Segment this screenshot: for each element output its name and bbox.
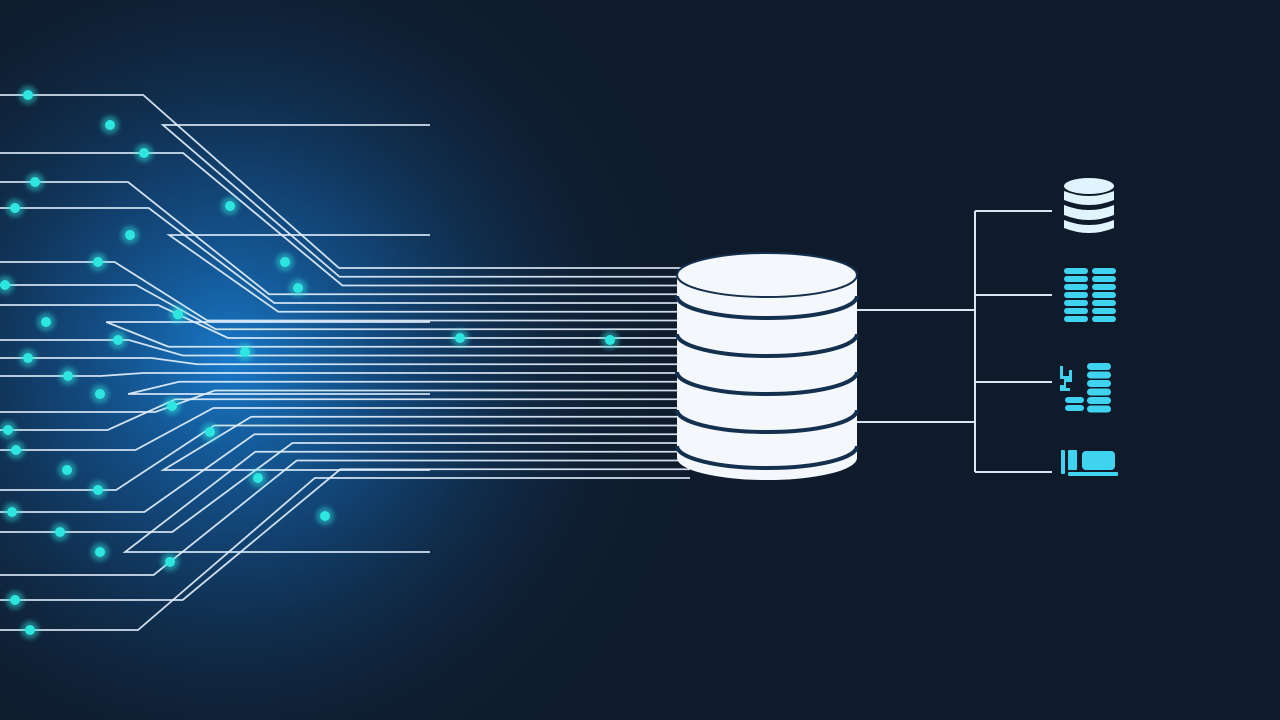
circuit-node — [95, 547, 105, 557]
circuit-node — [11, 445, 21, 455]
circuit-node — [10, 595, 20, 605]
circuit-node — [95, 389, 105, 399]
circuit-node — [253, 473, 263, 483]
circuit-line — [0, 94, 690, 269]
circuit-line — [0, 372, 690, 377]
circuit-line — [160, 415, 690, 471]
disk-layer — [1064, 308, 1088, 314]
disk-layer — [1092, 292, 1116, 298]
cylinder-body — [677, 275, 857, 480]
circuit-node — [139, 148, 149, 158]
cylinder-band — [675, 445, 859, 470]
disk-layer — [1064, 284, 1088, 290]
disk-layer — [1092, 300, 1116, 306]
circuit-node — [225, 201, 235, 211]
circuit-node — [10, 203, 20, 213]
database-icon — [1064, 178, 1114, 233]
circuit-node — [30, 177, 40, 187]
cylinder-band — [675, 409, 859, 434]
circuit-node — [23, 353, 33, 363]
server-database-icon — [1060, 363, 1111, 413]
circuit-node — [62, 465, 72, 475]
disk-layer — [1064, 268, 1088, 274]
circuit-node — [55, 527, 65, 537]
storage-device-icon — [1061, 450, 1118, 476]
disk-layer — [1092, 284, 1116, 290]
disk-layer — [1087, 363, 1111, 370]
cylinder-top — [676, 252, 858, 298]
circuit-line — [122, 450, 690, 553]
circuit-line — [0, 357, 690, 366]
circuit-line — [0, 424, 690, 491]
disk-layer — [1087, 397, 1111, 404]
circuit-line — [0, 407, 690, 451]
circuit-line — [166, 234, 690, 313]
circuit-node — [23, 90, 33, 100]
circuit-line — [0, 152, 690, 287]
disk-layer — [1065, 397, 1084, 403]
disk-layer — [1092, 268, 1116, 274]
circuit-node — [173, 309, 183, 320]
disk-layer — [1092, 308, 1116, 314]
cylinder-band — [675, 333, 859, 358]
circuit-line — [0, 389, 690, 413]
disk-layer — [1065, 405, 1084, 411]
connection-tree — [857, 210, 1052, 473]
disk-layer — [1064, 276, 1088, 282]
circuit-node — [41, 317, 51, 327]
disk-layer — [1064, 292, 1088, 298]
circuit-line — [0, 207, 690, 304]
circuit-line — [0, 398, 690, 431]
circuit-node — [105, 120, 115, 130]
circuit-node — [293, 283, 303, 293]
circuit-line — [0, 477, 690, 631]
circuit-line — [0, 468, 690, 601]
circuit-line — [0, 442, 690, 533]
disk-layer — [1092, 316, 1116, 322]
circuit-line — [127, 380, 690, 395]
disk-layer — [1087, 380, 1111, 387]
disk-layer — [1092, 276, 1116, 282]
circuit-node — [605, 335, 615, 345]
circuit-lines — [0, 94, 690, 631]
database-cylinder-icon — [675, 252, 859, 480]
circuit-node — [165, 556, 175, 567]
circuit-node — [25, 625, 35, 635]
circuit-node — [113, 335, 123, 345]
circuit-line — [0, 433, 690, 513]
database-cluster-icon — [1064, 268, 1116, 322]
cylinder-band — [675, 295, 859, 320]
circuit-line — [0, 181, 690, 296]
circuit-node — [167, 400, 177, 411]
disk-layer — [1064, 316, 1088, 322]
circuit-node — [240, 347, 250, 357]
circuit-node — [125, 230, 135, 240]
circuit-node — [93, 485, 103, 495]
circuit-node — [205, 427, 215, 437]
circuit-node — [3, 425, 13, 435]
circuit-node — [455, 333, 465, 343]
circuit-node — [93, 257, 103, 267]
disk-layer — [1064, 300, 1088, 306]
circuit-node — [320, 511, 330, 521]
circuit-line — [0, 459, 690, 576]
disk-layer — [1087, 405, 1111, 413]
circuit-nodes — [0, 86, 619, 639]
disk-layer — [1087, 371, 1111, 379]
circuit-line — [105, 321, 690, 348]
circuit-line — [160, 124, 690, 278]
disk-layer — [1087, 388, 1111, 396]
circuit-line — [0, 339, 690, 357]
circuit-node — [63, 371, 73, 381]
circuit-node — [0, 280, 10, 290]
circuit-line — [0, 261, 690, 322]
cylinder-band — [675, 371, 859, 396]
circuit-node — [7, 507, 17, 517]
circuit-node — [280, 257, 290, 267]
